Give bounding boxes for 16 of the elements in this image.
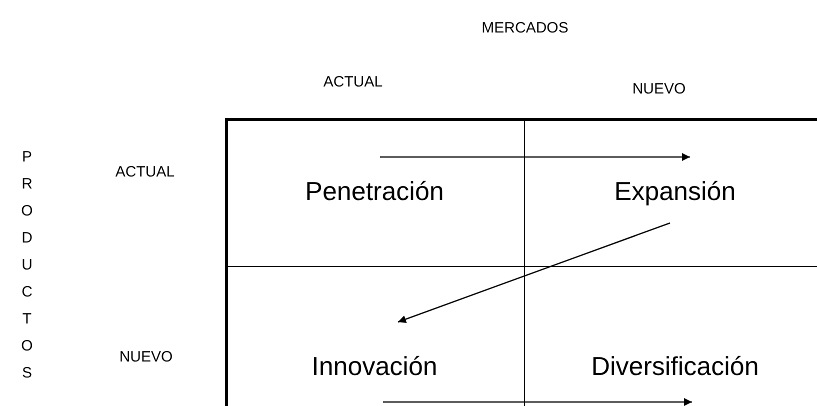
row-header: NUEVO — [119, 348, 173, 366]
arrow — [380, 153, 690, 161]
row-header: ACTUAL — [115, 164, 175, 180]
arrow — [383, 398, 692, 406]
matrix-cell — [225, 267, 525, 406]
matrix-cell — [225, 118, 525, 267]
cell-label: Diversificación — [590, 351, 760, 382]
arrow — [398, 222, 670, 324]
cell-label: Innovación — [310, 351, 438, 382]
cell-label: Penetración — [304, 176, 445, 207]
cell-label: Expansión — [613, 176, 737, 207]
column-header: NUEVO — [632, 80, 686, 98]
matrix-cell — [525, 118, 817, 267]
axis-title: PRODUCTOS — [20, 148, 34, 392]
column-header: ACTUAL — [323, 74, 383, 90]
axis-title: MERCADOS — [482, 20, 568, 36]
